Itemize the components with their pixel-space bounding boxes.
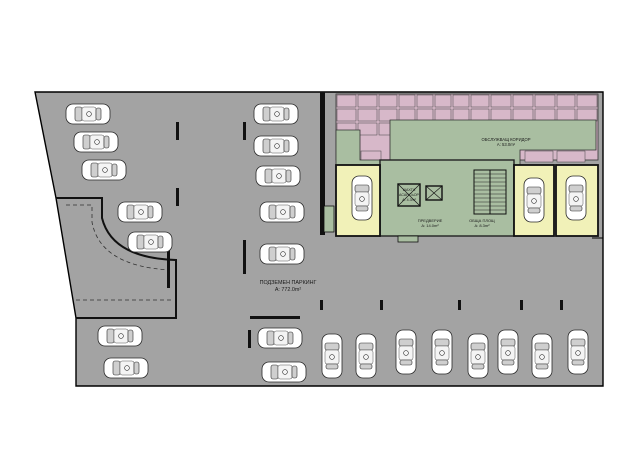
storage-unit <box>490 94 512 108</box>
storage-unit <box>534 94 556 108</box>
storage-unit <box>470 94 490 108</box>
parked-car <box>395 329 417 375</box>
parked-car <box>257 327 303 349</box>
walls <box>167 92 563 348</box>
parked-car <box>259 243 305 265</box>
storage-unit <box>434 108 452 122</box>
storage-unit <box>556 150 586 163</box>
storage-unit <box>336 108 357 122</box>
parked-car <box>531 333 553 379</box>
parked-car <box>117 201 163 223</box>
parked-car <box>523 177 545 223</box>
storage-unit <box>398 94 416 108</box>
parked-car <box>431 329 453 375</box>
parked-car <box>261 361 307 383</box>
storage-unit <box>357 94 378 108</box>
parked-car <box>567 329 589 375</box>
parked-car <box>255 165 301 187</box>
storage-unit <box>357 122 378 136</box>
parked-car <box>81 159 127 181</box>
parked-car <box>351 175 373 221</box>
storage-unit <box>398 108 416 122</box>
ramp <box>56 197 177 319</box>
parked-car <box>103 357 149 379</box>
shaft-label-2: АСАНСЬОР <box>399 193 419 197</box>
storage-unit <box>576 108 598 122</box>
storage-unit <box>490 108 512 122</box>
parked-car <box>565 175 587 221</box>
storage-unit <box>434 94 452 108</box>
storage-unit <box>452 108 470 122</box>
parked-car <box>321 333 343 379</box>
parked-car <box>97 325 143 347</box>
cars <box>65 103 589 383</box>
storage-unit <box>512 94 534 108</box>
storage-unit <box>336 94 357 108</box>
storage-unit <box>556 94 576 108</box>
parking-label: ПОДЗЕМЕН ПАРКИНГ <box>260 280 317 286</box>
storage-unit <box>416 94 434 108</box>
storage-unit <box>452 94 470 108</box>
shaft-label: ШАХТА <box>403 188 416 192</box>
shaft-area: А: 4.3m² <box>402 198 416 202</box>
parked-car <box>127 231 173 253</box>
stair-label: ОБЩА ПЛОЩ <box>469 218 495 223</box>
parked-car <box>65 103 111 125</box>
parked-car <box>497 329 519 375</box>
staircase <box>473 169 507 215</box>
parked-car <box>253 135 299 157</box>
storage-unit <box>378 108 398 122</box>
parked-car <box>73 131 119 153</box>
corridor-label: ОБСЛУЖВАЩ КОРИДОР <box>482 137 531 142</box>
storage-unit <box>556 108 576 122</box>
parking-area: А: 772.0m² <box>275 287 302 293</box>
storage-unit <box>534 108 556 122</box>
stair-area: А: 8.3m² <box>474 223 490 228</box>
parked-car <box>253 103 299 125</box>
corridor-area: А: 53.0m² <box>497 142 516 147</box>
lobby-label: ПРЕДВЕРИЕ <box>418 218 443 223</box>
storage-unit <box>524 150 554 163</box>
building-core: ШАХТА АСАНСЬОР А: 4.3m² ПРЕДВЕРИЕ А: 14.… <box>323 159 515 243</box>
core-door-strip <box>397 235 419 243</box>
storage-unit <box>576 94 598 108</box>
parked-car <box>467 333 489 379</box>
parked-car <box>259 201 305 223</box>
lobby-area: А: 14.0m² <box>421 223 439 228</box>
vent-strip <box>323 205 335 233</box>
storage-unit <box>512 108 534 122</box>
storage-unit <box>470 108 490 122</box>
storage-unit <box>416 108 434 122</box>
private-garages <box>335 164 599 237</box>
parked-car <box>355 333 377 379</box>
storage-unit <box>378 94 398 108</box>
storage-unit <box>357 108 378 122</box>
